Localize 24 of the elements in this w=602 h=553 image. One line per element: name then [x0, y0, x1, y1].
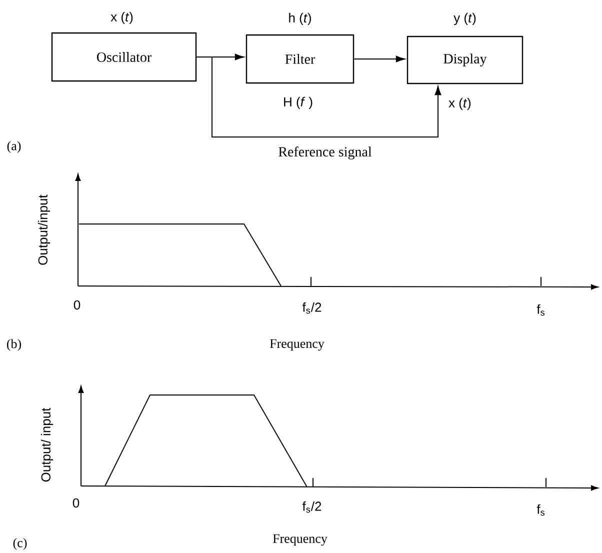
process-box: Filter [246, 34, 354, 84]
tick-label: 0 [72, 498, 80, 508]
axis-label: Output/ input [40, 408, 54, 482]
panel-letter: (b) [7, 339, 22, 351]
axis-label: Output/input [38, 194, 50, 265]
signal-label: H (f ) [284, 96, 312, 110]
tick-label: f$_{s}$ [536, 304, 544, 316]
edge-label: Reference signal [278, 146, 372, 160]
signal-label: h (t) [289, 12, 311, 26]
panel-letter: (c) [13, 538, 27, 550]
signal-label: y (t) [454, 12, 476, 26]
panel-letter: (a) [7, 141, 21, 153]
tick-label: f$_{s}$ [536, 504, 544, 516]
tick-label: 0 [74, 300, 80, 310]
signal-label: x (t) [448, 98, 471, 110]
axis-label: Frequency [270, 339, 324, 351]
arrow [354, 56, 405, 62]
process-box: Display [406, 36, 524, 84]
signal-label: x (t) [110, 12, 133, 24]
arrow [196, 56, 442, 138]
tick-label: f$_{s}$/2 [302, 501, 322, 513]
tick-label: f$_{s}$/2 [302, 302, 322, 314]
process-box: Oscillator [51, 32, 197, 82]
axis-label: Frequency [272, 534, 328, 546]
